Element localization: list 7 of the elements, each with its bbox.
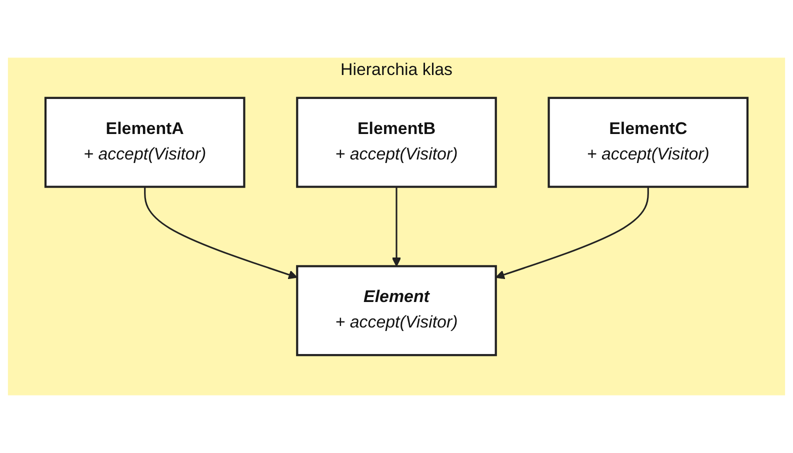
node-box: ElementB + accept(Visitor) — [296, 96, 497, 188]
node-box: ElementC + accept(Visitor) — [548, 96, 749, 188]
node-box: Element + accept(Visitor) — [296, 265, 497, 356]
node-box: ElementA + accept(Visitor) — [44, 96, 246, 188]
arrow — [144, 186, 298, 280]
arrow — [392, 186, 402, 267]
arrow — [495, 186, 649, 280]
